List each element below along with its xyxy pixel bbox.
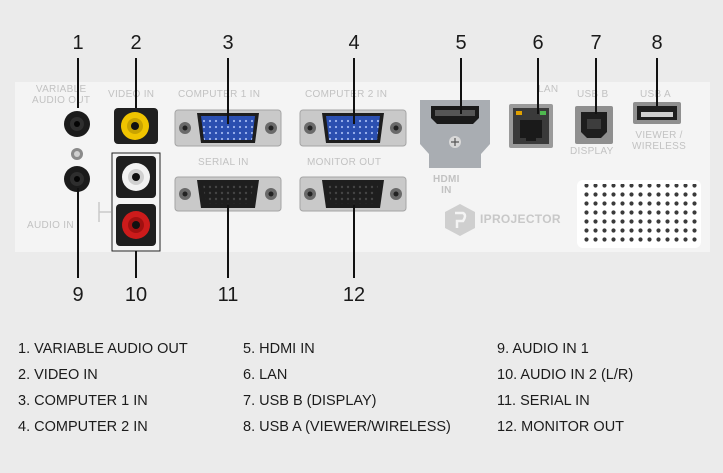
leader-10 (135, 251, 137, 278)
callout-8: 8 (651, 32, 663, 54)
legend-item: 10. AUDIO IN 2 (L/R) (497, 367, 634, 383)
hdmi-in-port (420, 100, 490, 168)
label-display: DISPLAY (570, 146, 614, 157)
serial-in-port (174, 176, 282, 212)
leader-8 (656, 58, 658, 106)
label-monitor-out: MONITOR OUT (307, 157, 382, 168)
leader-7 (595, 58, 597, 114)
label-usb-b: USB B (577, 89, 609, 100)
label-audio-in: AUDIO IN (27, 220, 74, 231)
label-variable-audio-out: VARIABLE AUDIO OUT (32, 84, 91, 106)
legend-item: 3. COMPUTER 1 IN (18, 393, 148, 409)
brand-logo (445, 204, 475, 236)
leader-11 (227, 205, 229, 278)
callout-1: 1 (72, 32, 84, 54)
callout-9: 9 (72, 284, 84, 306)
leader-9 (77, 188, 79, 278)
leader-2 (135, 58, 137, 108)
leader-4 (353, 58, 355, 124)
callout-4: 4 (348, 32, 360, 54)
label-brand: IPROJECTOR (480, 212, 561, 226)
callout-6: 6 (532, 32, 544, 54)
leader-3 (227, 58, 229, 124)
legend-item: 8. USB A (VIEWER/WIRELESS) (243, 419, 451, 435)
lan-port (509, 104, 553, 148)
callout-12: 12 (342, 284, 366, 306)
callout-7: 7 (590, 32, 602, 54)
label-video-in: VIDEO IN (108, 89, 155, 100)
ground-screw (71, 148, 83, 160)
label-hdmi-in: HDMI IN (433, 174, 460, 196)
label-computer-1-in: COMPUTER 1 IN (178, 89, 261, 100)
legend-item: 2. VIDEO IN (18, 367, 98, 383)
variable-audio-out-jack (64, 111, 90, 137)
computer-2-in-vga (299, 109, 407, 147)
callout-5: 5 (455, 32, 467, 54)
projector-back-panel: VARIABLE AUDIO OUT VIDEO IN COMPUTER 1 I… (15, 82, 710, 252)
legend-item: 11. SERIAL IN (497, 393, 590, 409)
leader-5 (460, 58, 462, 114)
vent-grille (581, 184, 697, 246)
leader-12 (353, 205, 355, 278)
label-viewer-wireless: VIEWER / WIRELESS (632, 130, 687, 152)
leader-6 (537, 58, 539, 114)
label-usb-a: USB A (640, 89, 671, 100)
legend-item: 5. HDMI IN (243, 341, 315, 357)
legend-item: 9. AUDIO IN 1 (497, 341, 589, 357)
legend-item: 1. VARIABLE AUDIO OUT (18, 341, 188, 357)
computer-1-in-vga (174, 109, 282, 147)
ports-illustration (64, 100, 701, 252)
audio-in-r-rca (116, 204, 156, 246)
callout-11: 11 (217, 284, 239, 306)
legend-item: 12. MONITOR OUT (497, 419, 625, 435)
usb-b-port (575, 106, 613, 144)
monitor-out-port (299, 176, 407, 212)
callout-2: 2 (130, 32, 142, 54)
label-computer-2-in: COMPUTER 2 IN (305, 89, 388, 100)
callout-3: 3 (222, 32, 234, 54)
usb-a-port (633, 102, 681, 124)
legend-item: 4. COMPUTER 2 IN (18, 419, 148, 435)
audio-in-l-rca (116, 156, 156, 198)
callout-10: 10 (124, 284, 148, 306)
label-serial-in: SERIAL IN (198, 157, 249, 168)
label-lan: LAN (538, 84, 559, 95)
legend-item: 6. LAN (243, 367, 288, 383)
video-in-rca (114, 108, 158, 144)
leader-1 (77, 58, 79, 108)
audio-in-jack (64, 166, 90, 192)
legend-item: 7. USB B (DISPLAY) (243, 393, 377, 409)
